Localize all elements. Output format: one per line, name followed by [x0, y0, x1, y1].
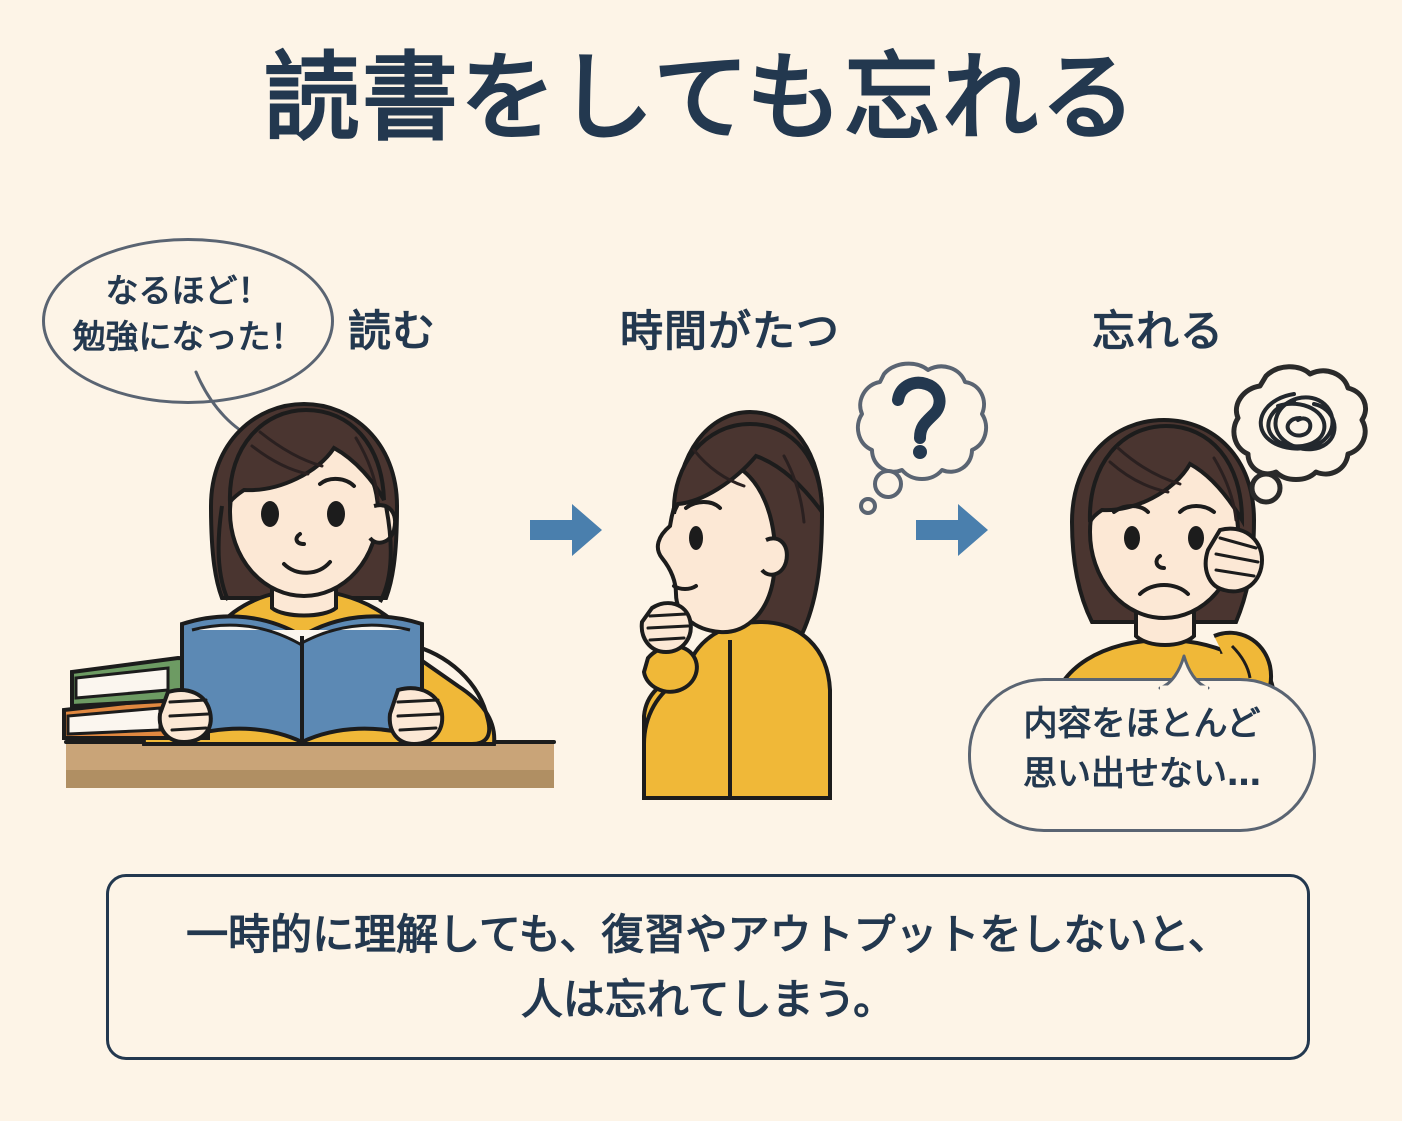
girl-reading-illustration: [56, 386, 566, 810]
page-title: 読書をしても忘れる: [263, 42, 1139, 154]
hair-front: [227, 407, 386, 508]
speech-bubble-reading-body: [42, 238, 334, 404]
speech-bubble-forgetting-line1: 内容をほとんど: [1023, 704, 1261, 744]
girl-thinking-illustration: [624, 398, 844, 812]
speech-bubble-reading-line1: なるほど！: [105, 271, 271, 310]
eye-right: [327, 501, 345, 527]
stage-label-read: 読む: [348, 307, 436, 357]
eye-right: [1188, 526, 1204, 550]
arm-outline: [407, 642, 492, 746]
hair-front: [1087, 423, 1245, 528]
speech-bubble-reading: なるほど！ 勉強になった！: [42, 238, 334, 441]
eye-left: [261, 501, 279, 527]
thought-bubble-scribble-icon: [1231, 364, 1368, 505]
stage-label-forget: 忘れる: [1092, 307, 1224, 357]
eye: [689, 526, 703, 550]
caption-line-1: 一時的に理解しても、復習やアウトプットをしないと、: [186, 909, 1230, 959]
mouth-frown: [1138, 583, 1190, 596]
stage-label-time: 時間がたつ: [620, 307, 840, 357]
speech-bubble-up-tail-icon: [1158, 654, 1210, 691]
eyebrow-right: [1178, 504, 1216, 514]
hair-front: [671, 421, 825, 519]
eye-left: [1124, 526, 1140, 550]
ear: [760, 536, 789, 577]
desk-icon: [64, 740, 556, 788]
thought-bubble-question-icon: [855, 361, 989, 515]
speech-bubble-reading-line2: 勉強になった！: [72, 317, 304, 356]
open-book-icon: [180, 614, 424, 745]
speech-bubble-forgetting-line2: 思い出せない…: [1023, 754, 1261, 794]
summary-caption-box: 一時的に理解しても、復習やアウトプットをしないと、 人は忘れてしまう。: [106, 874, 1310, 1060]
eyebrow-left: [1112, 504, 1150, 514]
arrow-right-icon-1: [530, 504, 602, 556]
caption-line-2: 人は忘れてしまう。: [520, 975, 896, 1024]
arrow-right-icon-2: [916, 504, 988, 556]
speech-bubble-forgetting-body: [968, 678, 1316, 832]
speech-bubble-forgetting: 内容をほとんど 思い出せない…: [968, 654, 1316, 832]
